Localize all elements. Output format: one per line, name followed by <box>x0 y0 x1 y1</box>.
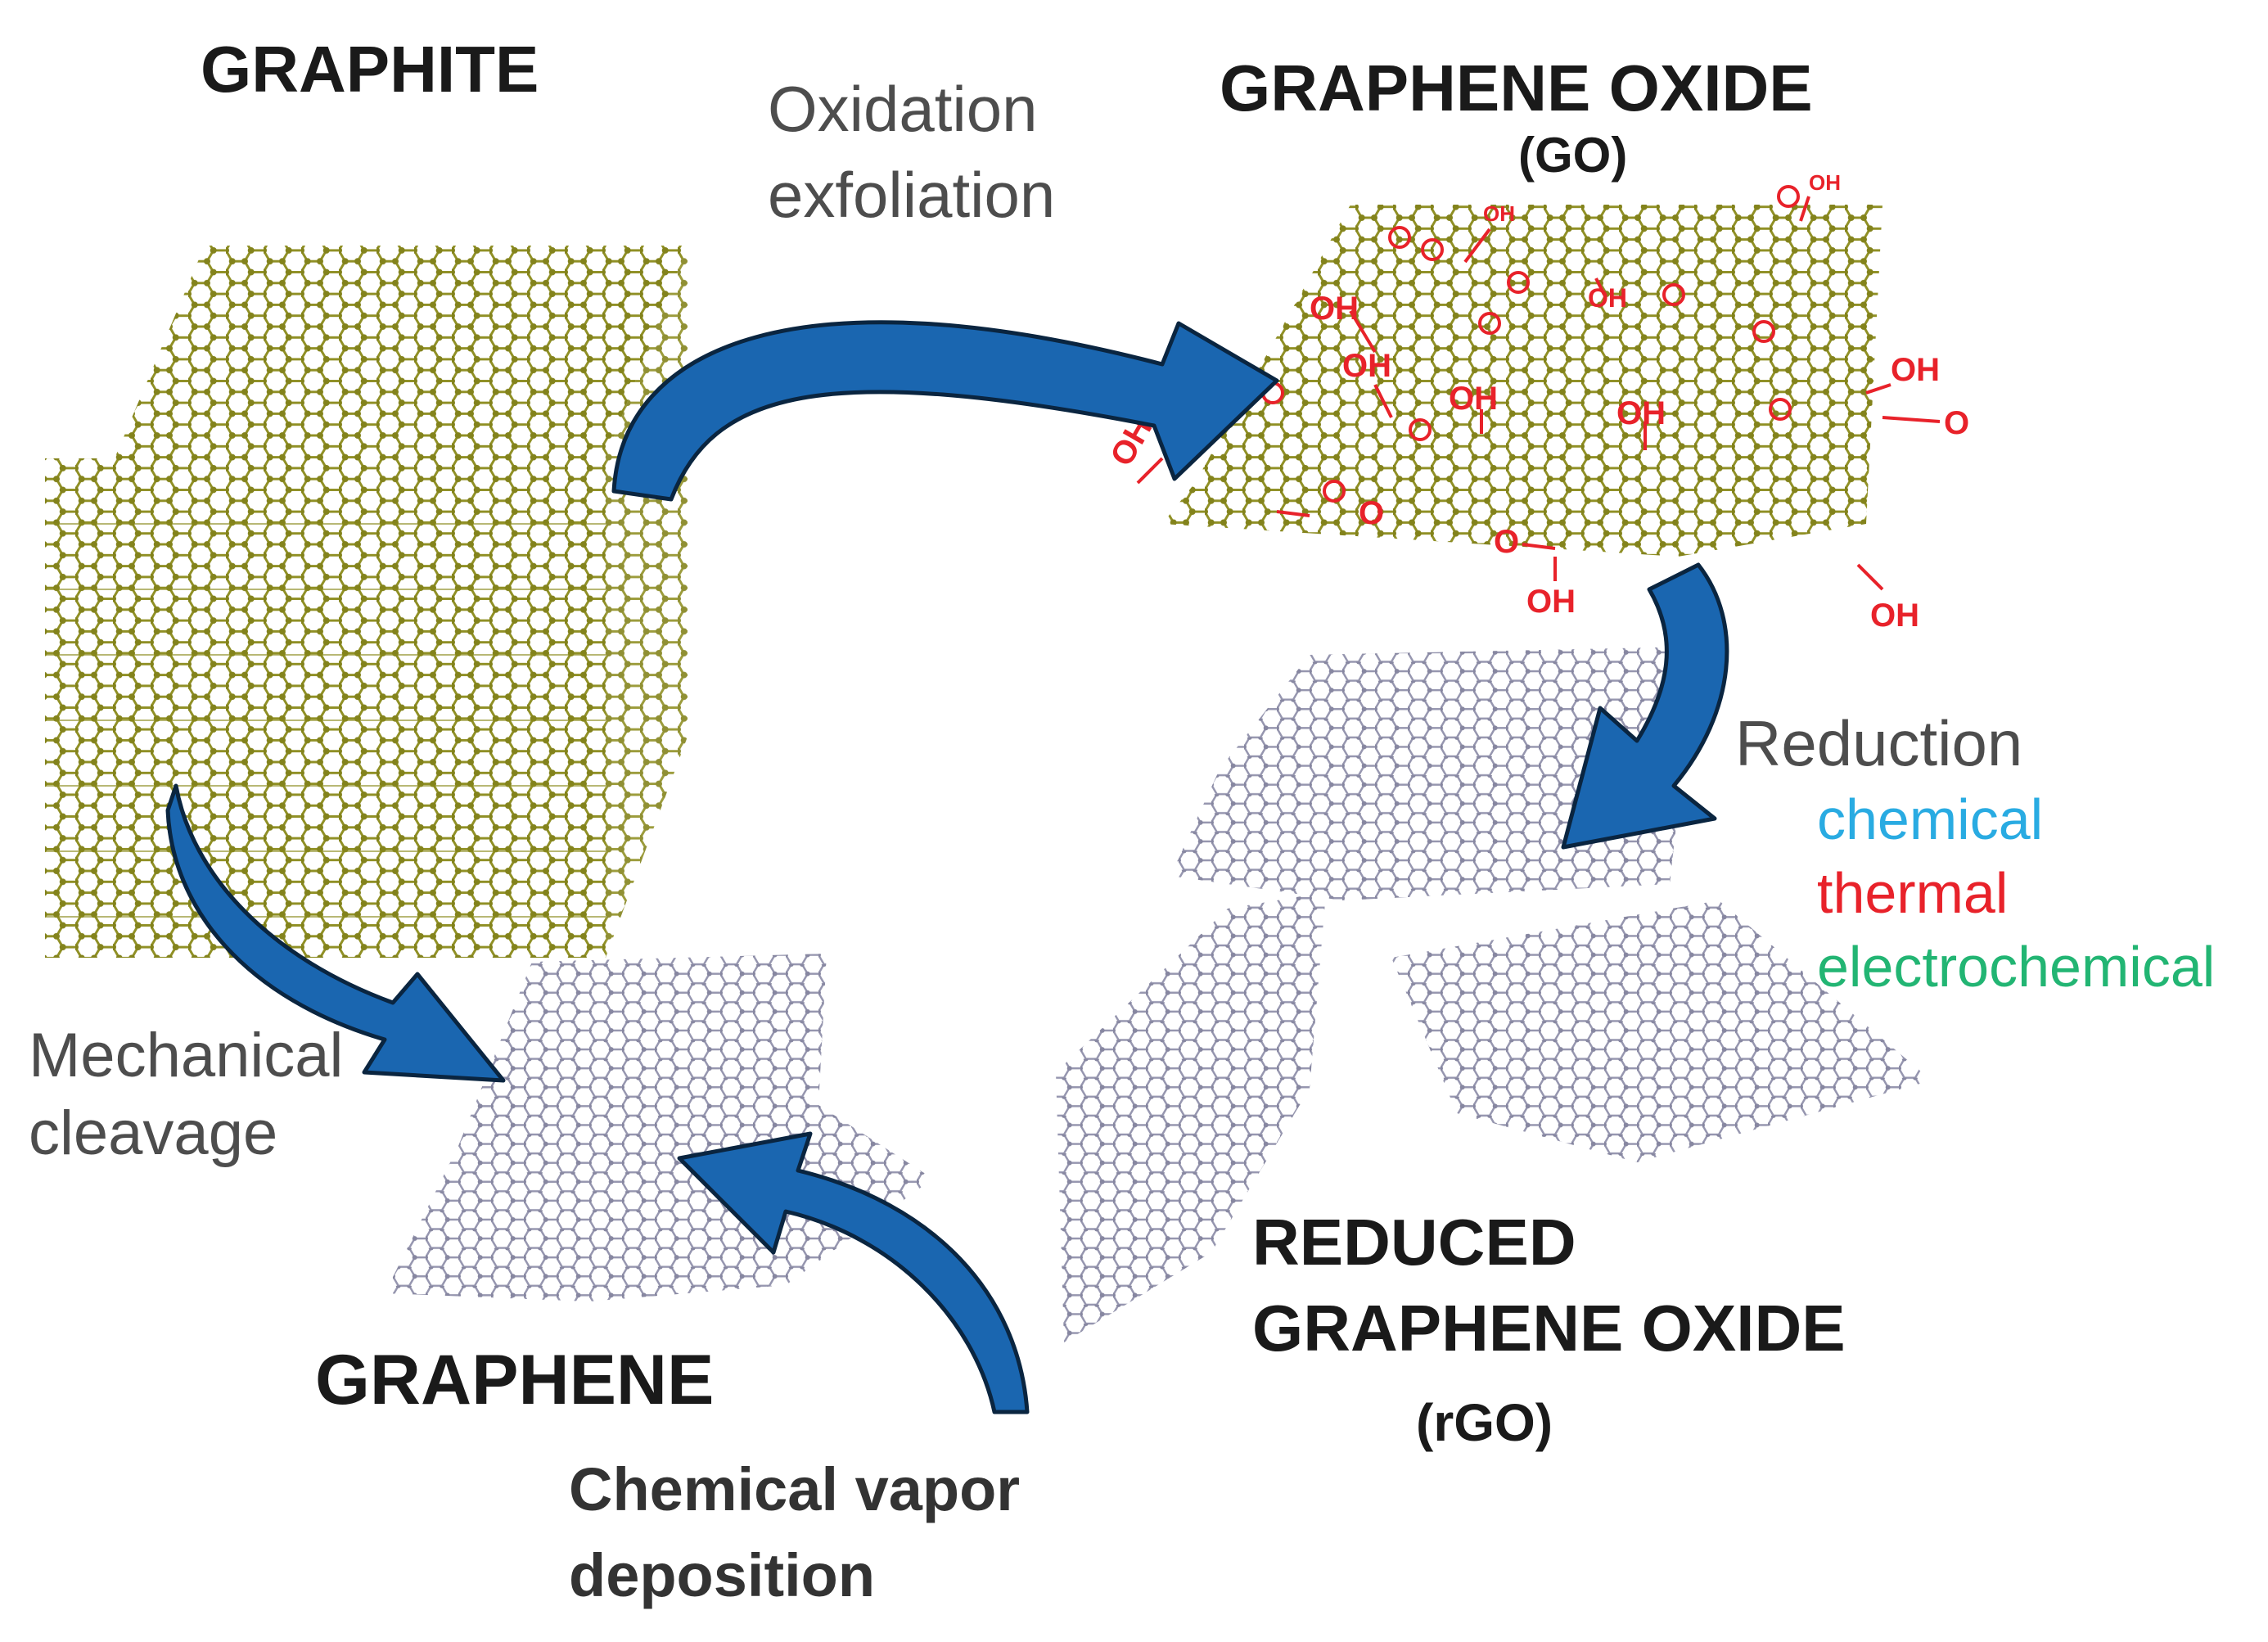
oh-group: OH <box>1588 277 1627 313</box>
graphite-title: GRAPHITE <box>201 33 539 106</box>
oh-group: OH <box>1799 170 1841 222</box>
rgo-sheet-lower-right <box>1391 900 1932 1162</box>
oh-group: OH <box>1856 563 1919 634</box>
oh-group: OH <box>1449 381 1498 434</box>
mechanical-label-line2: cleavage <box>29 1098 277 1168</box>
arrow-reduction <box>1561 562 1729 850</box>
cvd-label-line1: Chemical vapor <box>569 1455 1020 1523</box>
reduction-label: Reduction <box>1735 707 2022 779</box>
oh-group: OH <box>1865 352 1940 395</box>
oh-label: OH <box>1310 291 1359 327</box>
graphene-title: GRAPHENE <box>315 1341 714 1419</box>
graphene-oxide-structure: OH OH OH OH OH OH <box>1103 170 1969 634</box>
graphene-sheet <box>385 954 933 1301</box>
oh-label: OH <box>1809 170 1841 195</box>
go-sheet <box>1162 205 1882 557</box>
arrow-shaft <box>165 783 506 1083</box>
o-label: O <box>1494 524 1519 560</box>
oh-label: OH <box>1526 584 1576 620</box>
oh-group: OH <box>1463 201 1515 264</box>
graphite-layer-lines <box>45 523 606 918</box>
arrow-oxidation-exfoliation <box>611 320 1279 502</box>
graphite-structure <box>45 246 688 958</box>
oh-label: OH <box>1342 348 1391 384</box>
oh-group: OH <box>1616 395 1666 450</box>
arrow-shaft <box>677 1131 1030 1414</box>
graphite-top-face <box>115 246 688 458</box>
oh-label: OH <box>1870 598 1919 634</box>
graphene-structure <box>385 954 933 1301</box>
o-label: O <box>1359 495 1384 531</box>
go-abbreviation: (GO) <box>1518 128 1627 183</box>
rgo-sheet-lower-left <box>1056 892 1326 1342</box>
oh-label: OH <box>1483 201 1515 226</box>
rgo-sheet-upper <box>1170 647 1694 900</box>
arrow-shaft <box>1561 562 1729 850</box>
arrow-shaft <box>611 320 1279 502</box>
oh-group: OH <box>1526 557 1576 620</box>
mechanical-label-line1: Mechanical <box>29 1021 343 1090</box>
rgo-structure <box>1056 647 1932 1342</box>
o-label: O <box>1944 405 1969 441</box>
oh-label: OH <box>1449 381 1498 417</box>
graphite-front-face <box>45 458 606 958</box>
cvd-label-line2: deposition <box>569 1541 875 1609</box>
carbonyl-group: O O O <box>1276 405 1969 560</box>
rgo-title-line2: GRAPHENE OXIDE <box>1252 1292 1846 1365</box>
rgo-title-line1: REDUCED <box>1252 1206 1576 1279</box>
oh-label: OH <box>1588 283 1627 313</box>
oh-group: OH <box>1310 291 1377 354</box>
oxidation-label-line1: Oxidation <box>768 73 1038 145</box>
arrow-cvd <box>677 1131 1030 1414</box>
oh-group: OH <box>1342 348 1393 418</box>
go-functional-groups: OH OH OH OH OH OH <box>1103 170 1969 634</box>
rgo-abbreviation: (rGO) <box>1416 1393 1553 1452</box>
reduction-method-thermal: thermal <box>1817 861 2008 925</box>
oh-label: OH <box>1891 352 1940 388</box>
oh-label: OH <box>1616 395 1666 431</box>
oxidation-label-line2: exfoliation <box>768 159 1055 231</box>
go-title: GRAPHENE OXIDE <box>1220 52 1813 124</box>
reduction-method-electrochemical: electrochemical <box>1817 935 2215 999</box>
arrow-mechanical-cleavage <box>165 783 506 1083</box>
reduction-method-chemical: chemical <box>1817 787 2043 851</box>
